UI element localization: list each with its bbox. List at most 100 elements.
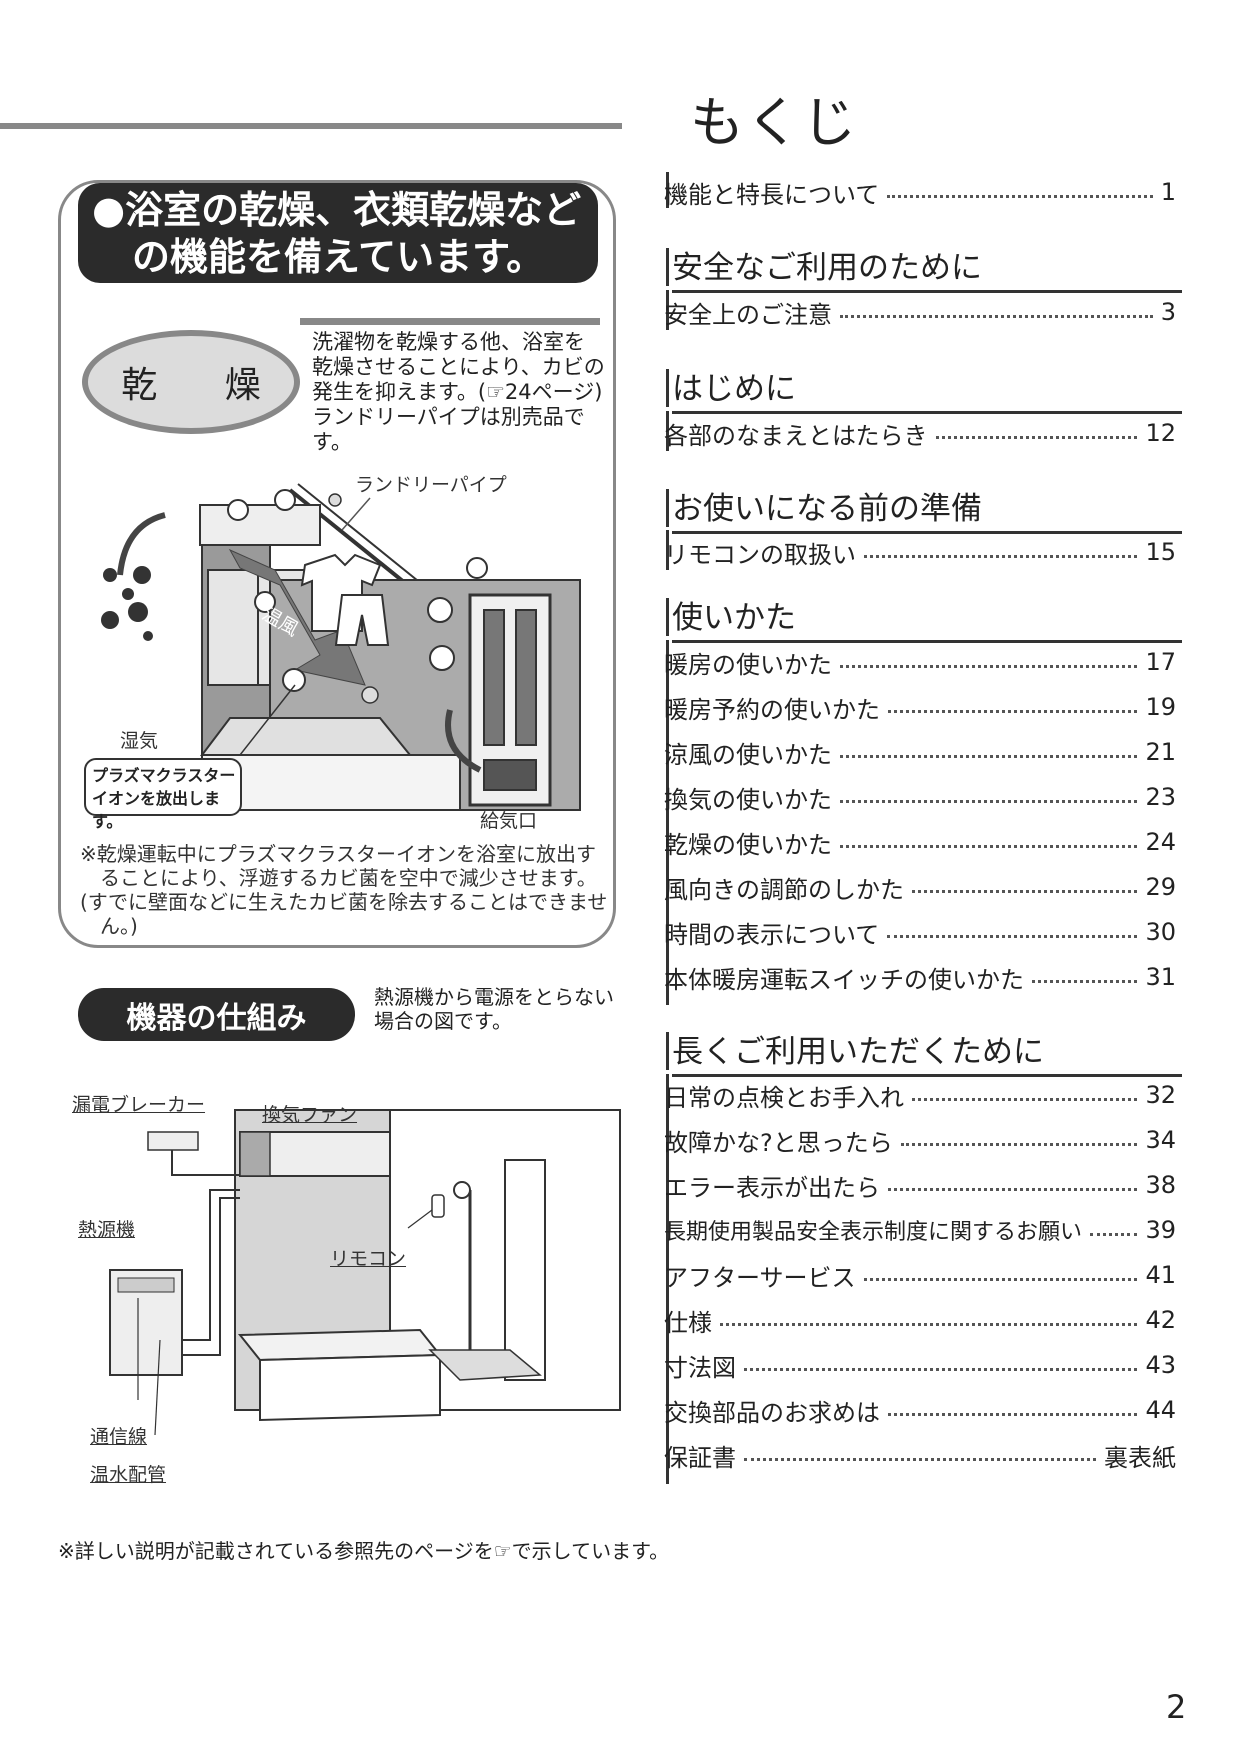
section-heading: はじめに bbox=[672, 363, 1182, 414]
section-heading: お使いになる前の準備 bbox=[672, 483, 1182, 534]
toc-item-title: 本体暖房運転スイッチの使いかた bbox=[664, 965, 1024, 994]
toc-item-page: 39 bbox=[1145, 1216, 1176, 1244]
section-bar bbox=[666, 369, 669, 407]
drying-rule bbox=[300, 318, 600, 325]
toc-item-page: 3 bbox=[1160, 298, 1176, 326]
toc-item-page: 1 bbox=[1160, 178, 1176, 206]
humidity-dot bbox=[103, 568, 117, 582]
laundry-pipe-edge bbox=[297, 483, 429, 590]
toc-item-title: 保証書 bbox=[664, 1443, 736, 1472]
hanging-pants bbox=[334, 594, 390, 646]
humidity-label: 湿気 bbox=[120, 730, 159, 752]
mechanism-badge: 機器の仕組み bbox=[78, 988, 355, 1041]
toc-item-page: 32 bbox=[1145, 1081, 1176, 1109]
toc-item-title: 日常の点検とお手入れ bbox=[664, 1083, 904, 1112]
toc-item-page: 41 bbox=[1145, 1261, 1176, 1289]
hot-water-pipe-label: 温水配管 bbox=[90, 1464, 167, 1486]
toc-leader-dots bbox=[912, 889, 1138, 893]
toc-bar bbox=[666, 172, 669, 208]
heat-source-panel bbox=[117, 1277, 175, 1293]
section-bar bbox=[666, 598, 669, 636]
toc-item-page: 44 bbox=[1145, 1396, 1176, 1424]
section-heading: 使いかた bbox=[672, 592, 1182, 643]
shower-head bbox=[453, 1181, 471, 1199]
toc-item[interactable]: 時間の表示について 30 bbox=[664, 917, 1176, 949]
toc-item[interactable]: 日常の点検とお手入れ 32 bbox=[664, 1080, 1176, 1112]
toc-item-page: 12 bbox=[1145, 419, 1176, 447]
remote-control-unit bbox=[431, 1194, 445, 1218]
toc-leader-dots bbox=[840, 844, 1138, 848]
toc-item-title: 時間の表示について bbox=[664, 920, 880, 949]
plus-ion-icon bbox=[254, 591, 276, 613]
plasma-callout: プラズマクラスター イオンを放出します。 bbox=[84, 758, 242, 831]
mirror bbox=[504, 1159, 546, 1381]
laundry-pipe-label: ランドリーパイプ bbox=[355, 474, 507, 496]
humidity-dot bbox=[133, 566, 151, 584]
footnote: ※詳しい説明が記載されている参照先のページを☞で示しています。 bbox=[58, 1539, 670, 1563]
toc-item[interactable]: 長期使用製品安全表示制度に関するお願い 39 bbox=[664, 1215, 1176, 1245]
toc-leader-dots bbox=[863, 1277, 1138, 1281]
door-panel-right bbox=[515, 609, 537, 746]
toc-item-page: 30 bbox=[1145, 918, 1176, 946]
toc-bar bbox=[666, 290, 669, 330]
toc-leader-dots bbox=[864, 554, 1138, 558]
plasma-callout-line1: プラズマクラスター bbox=[92, 766, 236, 785]
section-heading: 長くご利用いただくために bbox=[672, 1026, 1182, 1077]
toc-item-title: 長期使用製品安全表示制度に関するお願い bbox=[664, 1220, 1083, 1245]
signal-line-label: 通信線 bbox=[90, 1426, 148, 1448]
plasma-note-line2: (すでに壁面などに生えたカビ菌を除去することはできません。) bbox=[80, 890, 608, 938]
mechanism-desc-line2: 場合の図です。 bbox=[374, 1009, 512, 1033]
toc-item-page: 31 bbox=[1145, 963, 1176, 991]
humidity-dot bbox=[128, 602, 148, 622]
bathtub-rim bbox=[199, 717, 413, 756]
toc-item-page: 38 bbox=[1145, 1171, 1176, 1199]
toc-leader-dots bbox=[1032, 979, 1138, 983]
drying-description: 洗濯物を乾燥する他、浴室を 乾燥させることにより、カビの 発生を抑えます。(☞2… bbox=[312, 330, 612, 455]
toc-leader-dots bbox=[744, 1367, 1138, 1371]
toc-item[interactable]: アフターサービス 41 bbox=[664, 1260, 1176, 1292]
pipe-leader bbox=[154, 1339, 161, 1436]
humidity-dot bbox=[101, 611, 119, 629]
laundry-pipe-leader bbox=[341, 497, 371, 531]
toc-bar bbox=[666, 411, 669, 451]
toc-item[interactable]: 保証書裏表紙 bbox=[664, 1440, 1176, 1472]
plasma-note: ※乾燥運転中にプラズマクラスターイオンを浴室に放出することにより、浮遊するカビ菌… bbox=[80, 842, 610, 938]
drying-desc-line: 乾燥させることにより、カビの bbox=[312, 355, 605, 379]
minus-ion-icon bbox=[282, 668, 306, 692]
humidity-dot bbox=[122, 588, 134, 600]
minus-ion-icon bbox=[466, 557, 488, 579]
toc-item-page: 17 bbox=[1145, 648, 1176, 676]
toc-item-page: 21 bbox=[1145, 738, 1176, 766]
toc-item[interactable]: 本体暖房運転スイッチの使いかた 31 bbox=[664, 962, 1176, 994]
toc-item-page: 23 bbox=[1145, 783, 1176, 811]
feature-headline-line2: の機能を備えています。 bbox=[132, 235, 545, 279]
plus-ion-icon bbox=[427, 597, 453, 623]
heat-source-label: 熱源機 bbox=[78, 1219, 136, 1241]
feature-headline-line1: ●浴室の乾燥、衣類乾燥など bbox=[92, 188, 582, 232]
toc-item-page: 29 bbox=[1145, 873, 1176, 901]
toc-bar bbox=[666, 640, 669, 1005]
bath-step bbox=[428, 1349, 542, 1381]
mechanism-diagram bbox=[109, 1109, 621, 1436]
section-heading: 安全なご利用のために bbox=[672, 242, 1182, 293]
toc-leader-dots bbox=[935, 435, 1138, 439]
toc-item-title: アフターサービス bbox=[664, 1263, 856, 1292]
toc-leader-dots bbox=[744, 1457, 1096, 1461]
toc-leader-dots bbox=[887, 934, 1138, 938]
toc-item-title: リモコンの取扱い bbox=[664, 540, 856, 569]
